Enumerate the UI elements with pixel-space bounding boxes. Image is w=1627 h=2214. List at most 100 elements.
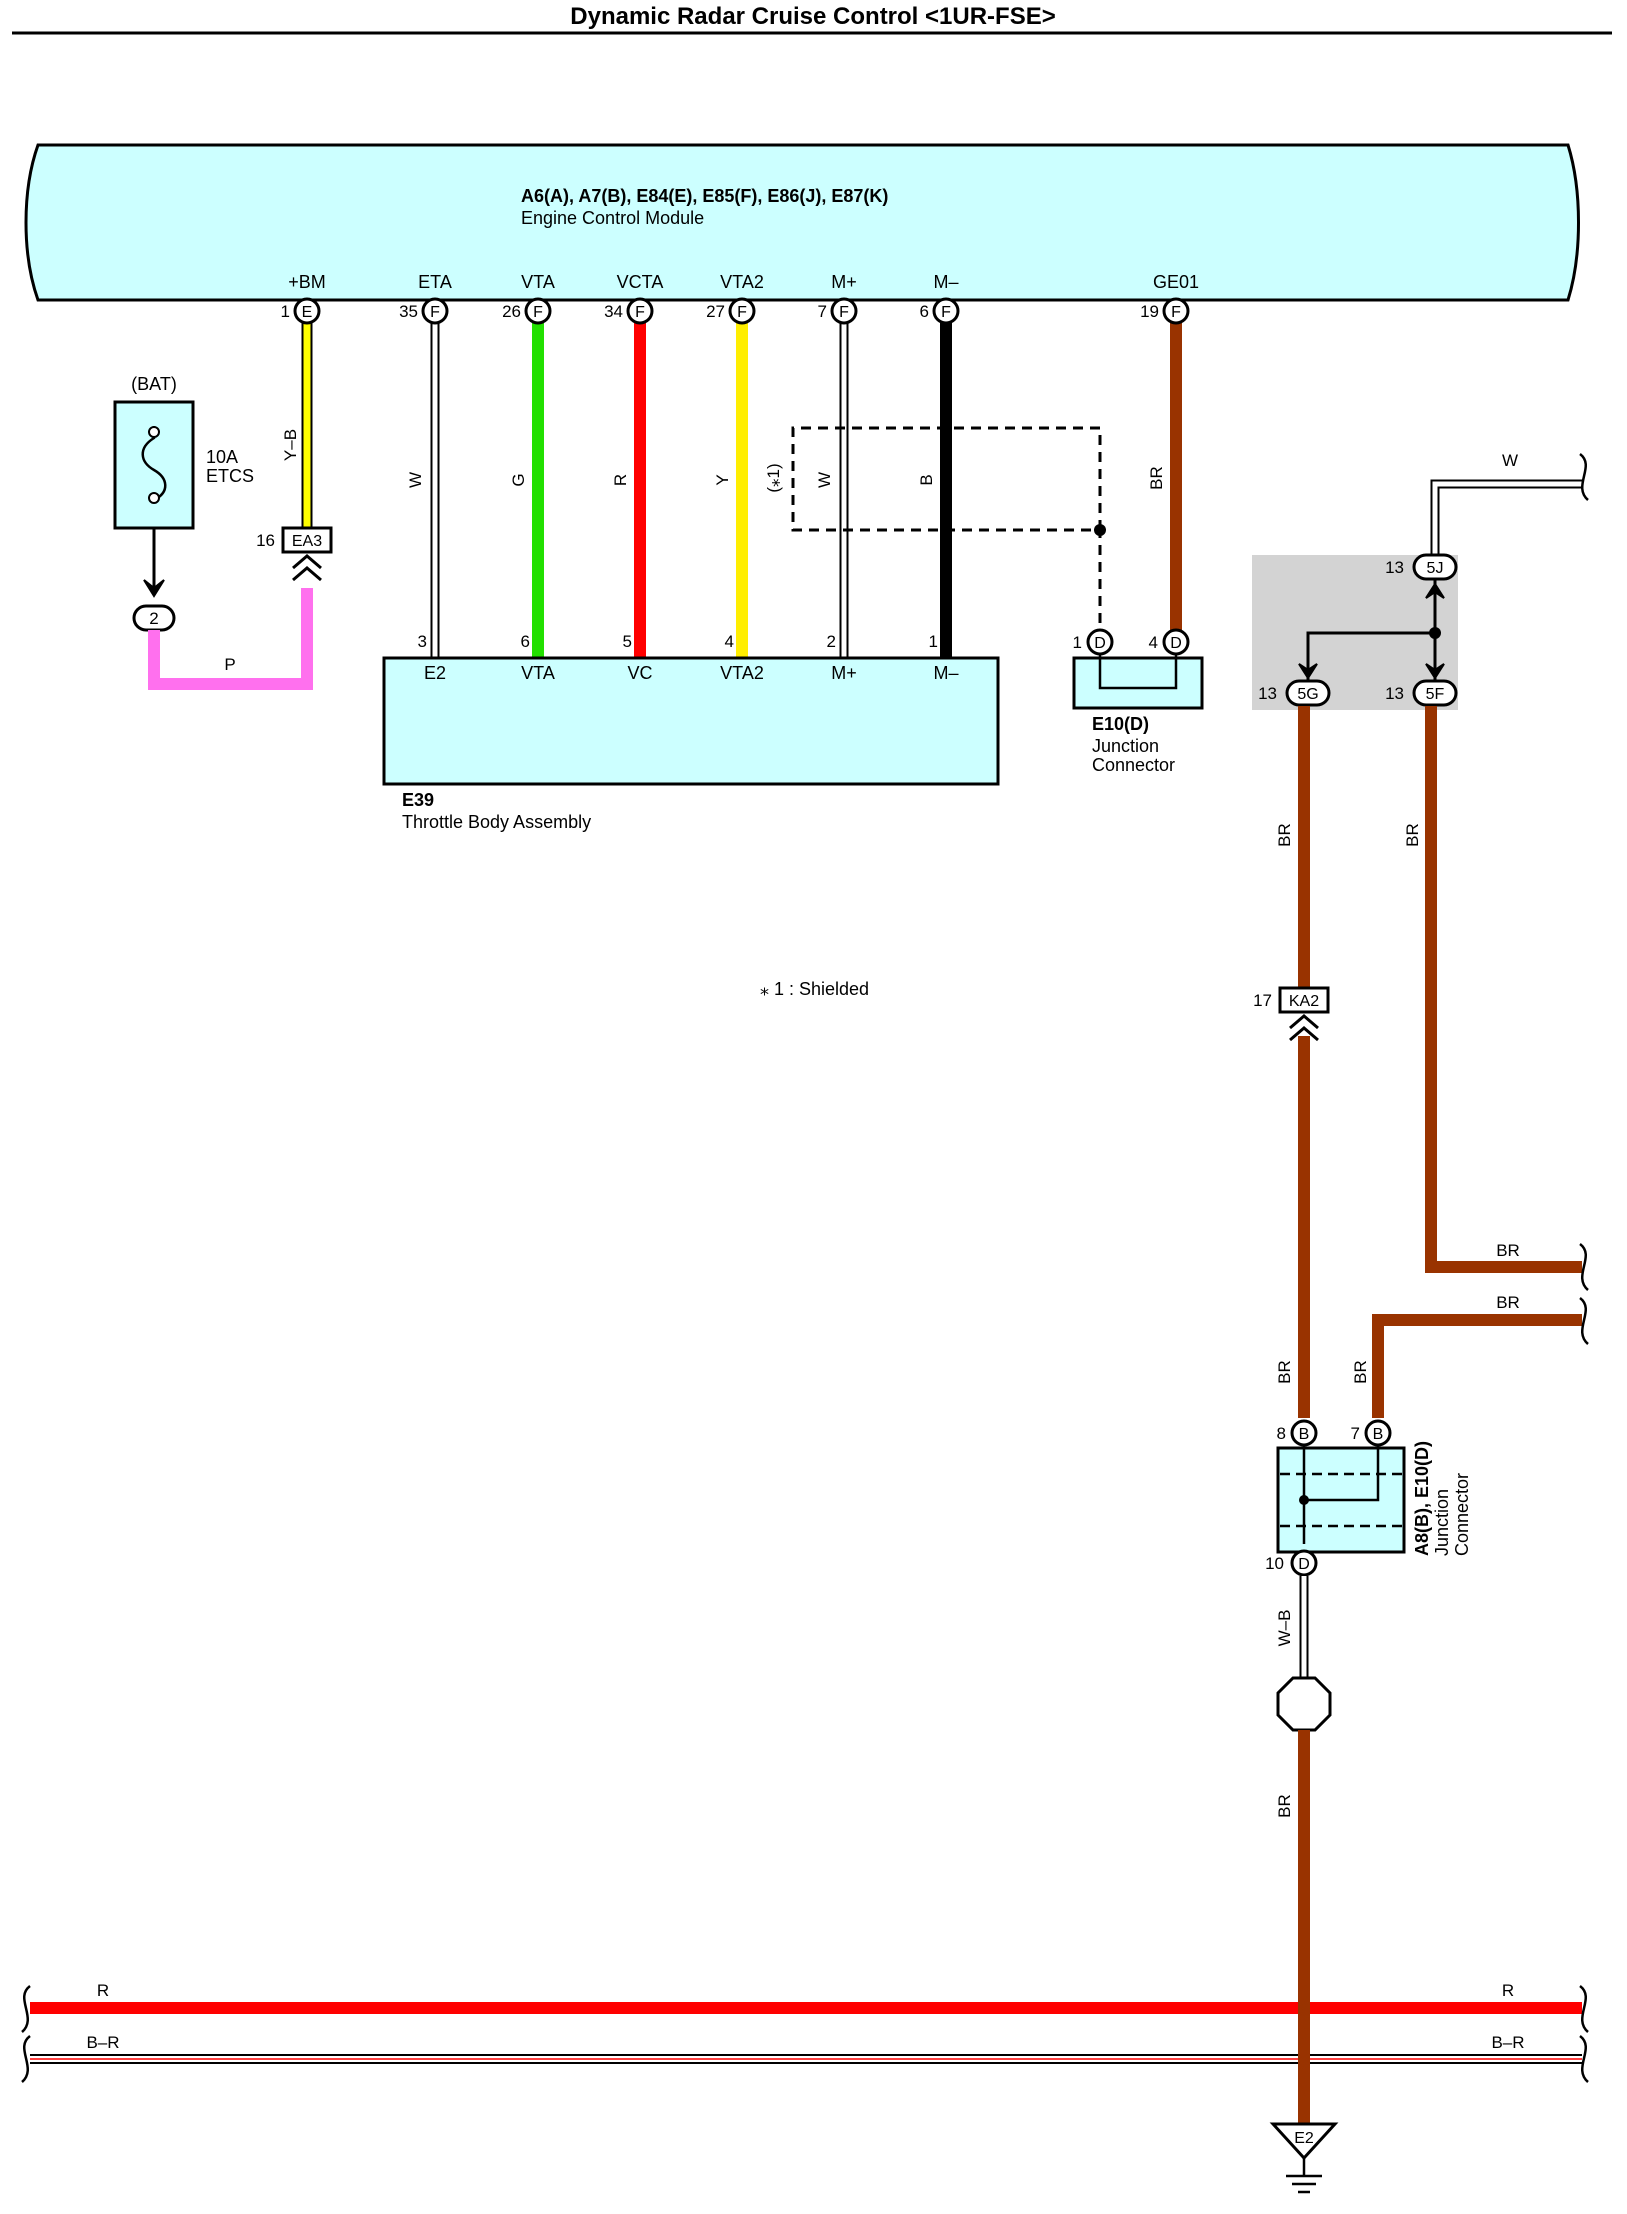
ground-triangle bbox=[1269, 2122, 1339, 2161]
ecm-pin-label-vta: VTA bbox=[521, 272, 555, 292]
splice-arrow-up-icon bbox=[1425, 582, 1445, 599]
junction-a8-dot bbox=[1299, 1495, 1309, 1505]
wire-label-br-5f-vert: BR bbox=[1403, 823, 1422, 847]
shield-splice-dot bbox=[1094, 524, 1106, 536]
throttle-pin-label-vta2: VTA2 bbox=[720, 663, 764, 683]
wire-label-br-5f-horiz: BR bbox=[1496, 1241, 1520, 1260]
wire-label-p: P bbox=[224, 655, 235, 674]
junction-e10-box bbox=[1072, 656, 1204, 710]
wire-w-right-outer bbox=[1430, 479, 1582, 565]
ecm-pin-conn-vta2: F bbox=[737, 304, 747, 321]
wire-w-right bbox=[1432, 481, 1582, 565]
wire-break-icon bbox=[1579, 453, 1589, 501]
wire-label-r-bottom-left: R bbox=[97, 1981, 109, 2000]
ecm-pin-conn-ge01: F bbox=[1171, 304, 1181, 321]
junction-e10-pin4-conn: D bbox=[1170, 635, 1182, 652]
wire-label-w-right: W bbox=[1502, 451, 1518, 470]
wire-break-icon-r-left bbox=[21, 1985, 31, 2033]
splice-conn-5g-num: 13 bbox=[1258, 684, 1277, 703]
ecm-name: Engine Control Module bbox=[521, 208, 704, 228]
fuse-box bbox=[113, 400, 195, 530]
fuse-terminal-bottom bbox=[148, 492, 160, 504]
splice-conn-5f bbox=[1412, 679, 1458, 707]
splice-conn-5f-name: 5F bbox=[1426, 686, 1445, 703]
throttle-pin-label-e2: E2 bbox=[424, 663, 446, 683]
ecm-pin-label-eta: ETA bbox=[418, 272, 452, 292]
throttle-pin-label-mminus: M– bbox=[933, 663, 958, 683]
junction-a8-pin10-conn: D bbox=[1298, 1556, 1310, 1573]
ecm-pin-num-mplus: 7 bbox=[818, 302, 827, 321]
ecm-pin-num-vta: 26 bbox=[502, 302, 521, 321]
wire-label-g: G bbox=[509, 473, 528, 486]
throttle-pin-num-vta: 6 bbox=[521, 632, 530, 651]
ecm-pin-bm: E 1 bbox=[281, 297, 321, 325]
ecm-pin-vcta: F 34 bbox=[604, 297, 654, 325]
wire-break-icon-r-right bbox=[1579, 1985, 1589, 2033]
throttle-pin-num-mplus: 2 bbox=[827, 632, 836, 651]
fuse-terminal-top bbox=[148, 426, 160, 438]
page-title: Dynamic Radar Cruise Control <1UR-FSE> bbox=[570, 3, 1055, 30]
junction-e10-name2: Connector bbox=[1092, 755, 1175, 775]
throttle-code: E39 bbox=[402, 790, 434, 810]
ground-point-octagon bbox=[1276, 1676, 1332, 1732]
wire-break-icon-br1 bbox=[1579, 1243, 1589, 1291]
ecm-pin-num-bm: 1 bbox=[281, 302, 290, 321]
junction-a8-pin10-num: 10 bbox=[1265, 1554, 1284, 1573]
junction-a8-pin7 bbox=[1364, 1419, 1392, 1447]
throttle-pin-num-mminus: 1 bbox=[929, 632, 938, 651]
connector-ea3-num: 16 bbox=[256, 531, 275, 550]
connector-ea3-name: EA3 bbox=[292, 533, 322, 550]
ecm-pin-label-ge01: GE01 bbox=[1153, 272, 1199, 292]
junction-a8-pin7-num: 7 bbox=[1351, 1424, 1360, 1443]
shield-dashed-box bbox=[791, 426, 1102, 630]
junction-e10-pin4 bbox=[1162, 628, 1190, 656]
ecm-codes: A6(A), A7(B), E84(E), E85(F), E86(J), E8… bbox=[521, 186, 888, 206]
throttle-body-box bbox=[382, 656, 1000, 786]
junction-e10-pin1-conn: D bbox=[1094, 635, 1106, 652]
splice-line-horiz bbox=[1306, 631, 1435, 680]
splice-conn-5j-name: 5J bbox=[1427, 560, 1444, 577]
connector-ka2 bbox=[1278, 986, 1330, 1014]
wire-label-br-line-left: B–R bbox=[86, 2033, 119, 2052]
ecm-pin-mminus: F 6 bbox=[920, 297, 960, 325]
ecm-pin-conn-bm: E bbox=[302, 304, 313, 321]
fuse-rating: 10A bbox=[206, 447, 238, 467]
wire-br-pin7 bbox=[1372, 1314, 1582, 1418]
junction-a8-code: A8(B), E10(D) bbox=[1412, 1441, 1432, 1556]
wire-label-yb: Y–B bbox=[281, 429, 300, 461]
junction-a8-bus bbox=[1302, 1444, 1380, 1544]
ecm-pin-eta: F 35 bbox=[399, 297, 449, 325]
junction-e10-code: E10(D) bbox=[1092, 714, 1149, 734]
junction-a8-name2: Connector bbox=[1452, 1473, 1472, 1556]
junction-a8-pin8-num: 8 bbox=[1277, 1424, 1286, 1443]
wire-br-5f bbox=[1425, 706, 1582, 1273]
ecm-pin-label-vcta: VCTA bbox=[617, 272, 664, 292]
splice-conn-5g-name: 5G bbox=[1297, 686, 1318, 703]
throttle-pin-num-vta2: 4 bbox=[725, 632, 734, 651]
fuse-icon bbox=[141, 426, 167, 502]
connector-ka2-name: KA2 bbox=[1289, 993, 1319, 1010]
splice-arrow-down-left-icon bbox=[1298, 663, 1318, 680]
ecm-pin-label-mplus: M+ bbox=[831, 272, 857, 292]
wire-break-icon-brl-left bbox=[21, 2035, 31, 2083]
wire-label-w-mplus: W bbox=[815, 472, 834, 488]
connector-ka2-chevron-icon bbox=[1289, 1014, 1319, 1042]
ecm-pin-conn-vcta: F bbox=[635, 304, 645, 321]
wire-label-br-ground: BR bbox=[1275, 1794, 1294, 1818]
ground-icon bbox=[1286, 2158, 1322, 2194]
connector-ea3 bbox=[281, 526, 333, 554]
throttle-pin-num-e2: 3 bbox=[418, 632, 427, 651]
junction-a8-pin10 bbox=[1290, 1549, 1318, 1577]
splice-conn-5f-num: 13 bbox=[1385, 684, 1404, 703]
wire-label-w-eta: W bbox=[406, 472, 425, 488]
throttle-pin-label-vc: VC bbox=[627, 663, 652, 683]
splice-dot bbox=[1429, 627, 1441, 639]
junction-a8-pin8-conn: B bbox=[1299, 1426, 1310, 1443]
splice-conn-5g bbox=[1285, 679, 1331, 707]
splice-arrow-down-right-icon bbox=[1425, 663, 1445, 680]
wire-break-icon-brl-right bbox=[1579, 2035, 1589, 2083]
junction-e10-pin1 bbox=[1086, 628, 1114, 656]
ecm-pin-conn-vta: F bbox=[533, 304, 543, 321]
junction-a8-pin8 bbox=[1290, 1419, 1318, 1447]
